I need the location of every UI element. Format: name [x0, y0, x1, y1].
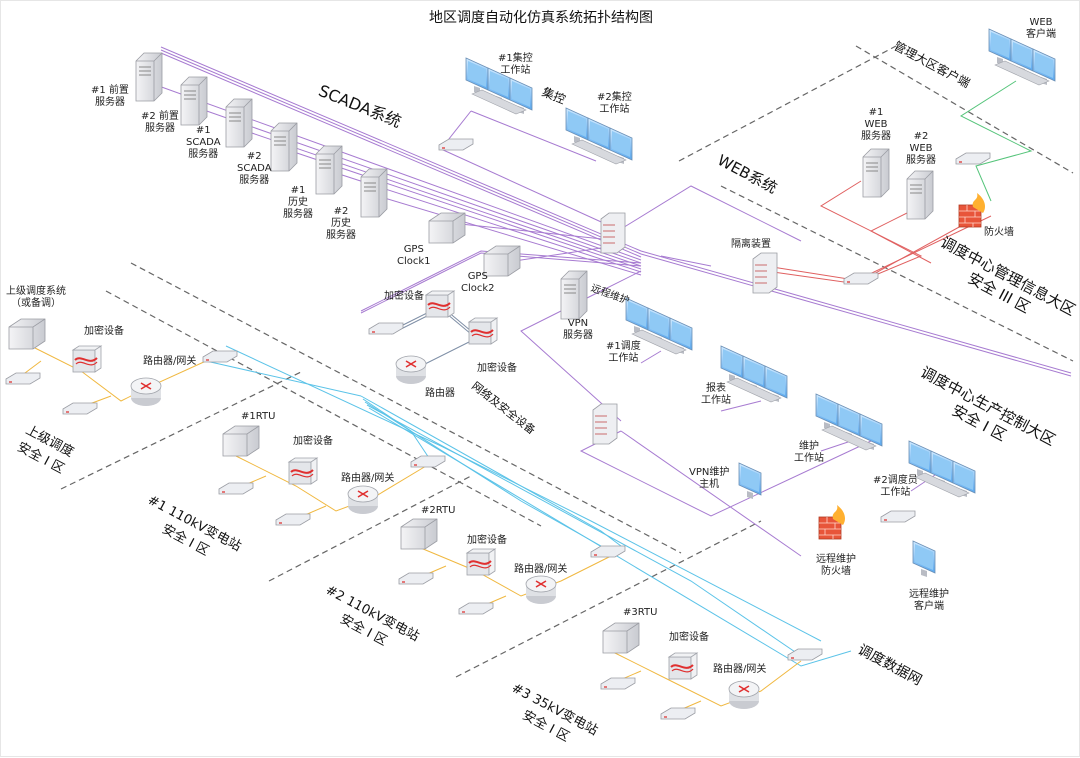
router-upper-icon — [130, 377, 162, 407]
enc-upper-icon — [72, 345, 102, 373]
upper-sys-icon — [8, 318, 46, 350]
web-switch-icon — [955, 152, 991, 165]
jk-switch-icon — [438, 138, 474, 151]
sub3-switch2-icon — [660, 707, 696, 720]
label-router-upper: 路由器/网关 — [143, 356, 197, 367]
remote-firewall-icon — [818, 504, 846, 540]
label-fe2: #2 前置 服务器 — [141, 111, 179, 134]
label-upper-sys: 上级调度系统 （或备调） — [6, 286, 66, 309]
prod-switch-icon — [592, 403, 618, 445]
rtu1-icon — [222, 425, 260, 457]
sub2-switch1-icon — [398, 572, 434, 585]
label-web2: #2 WEB 服务器 — [906, 131, 936, 166]
dispatch-net-links — [205, 345, 852, 667]
enc2-icon — [466, 548, 496, 576]
label-enc2: 加密设备 — [467, 535, 507, 546]
enc1-icon — [288, 457, 318, 485]
fe2-server-icon — [180, 76, 208, 126]
sub1-gw-switch-icon — [410, 455, 446, 468]
label-web1: #1 WEB 服务器 — [861, 107, 891, 142]
router1-icon — [347, 485, 379, 515]
label-scada2: #2 SCADA 服务器 — [237, 151, 272, 186]
label-dd1: #1调度 工作站 — [606, 341, 641, 364]
scada1-server-icon — [225, 98, 253, 148]
rtu3-icon — [602, 622, 640, 654]
enc-main2-icon — [468, 317, 498, 345]
firewall-icon — [958, 192, 986, 228]
client-link — [959, 80, 1033, 202]
label-enc-main: 加密设备 — [384, 291, 424, 302]
fe1-server-icon — [135, 52, 163, 102]
scada2-server-icon — [270, 122, 298, 172]
label-web-client: WEB 客户端 — [1026, 17, 1056, 40]
web2-server-icon — [906, 170, 934, 220]
label-remote-fw: 远程维护 防火墙 — [816, 554, 856, 577]
label-report: 报表 工作站 — [701, 383, 731, 406]
label-firewall: 防火墙 — [984, 227, 1014, 238]
label-enc-upper: 加密设备 — [84, 326, 124, 337]
label-remote-client: 远程维护 客户端 — [909, 589, 949, 612]
label-router-main: 路由器 — [425, 388, 455, 399]
label-gps1: GPS Clock1 — [397, 244, 431, 267]
label-jk1: #1集控 工作站 — [498, 53, 533, 76]
label-rtu1: #1RTU — [241, 411, 276, 422]
enc3-icon — [668, 652, 698, 680]
web1-server-icon — [862, 148, 890, 198]
remote-client-icon — [912, 540, 936, 578]
hist1-server-icon — [315, 145, 343, 195]
label-scada1: #1 SCADA 服务器 — [186, 125, 221, 160]
label-gps2: GPS Clock2 — [461, 271, 495, 294]
router3-icon — [728, 680, 760, 710]
label-enc3: 加密设备 — [669, 632, 709, 643]
sub2-switch2-icon — [458, 602, 494, 615]
label-vpn-host: VPN维护 主机 — [689, 467, 730, 490]
diagram-title: 地区调度自动化仿真系统拓扑结构图 — [429, 10, 653, 26]
label-router1: 路由器/网关 — [341, 473, 395, 484]
label-rtu3: #3RTU — [623, 607, 658, 618]
label-vpn-server: VPN 服务器 — [563, 318, 593, 341]
sub1-switch2-icon — [275, 513, 311, 526]
upper-switch1-icon — [5, 372, 41, 385]
label-hist2: #2 历史 服务器 — [326, 206, 356, 241]
sub2-gw-switch-icon — [590, 545, 626, 558]
core-switch-icon — [600, 212, 626, 254]
label-rtu2: #2RTU — [421, 505, 456, 516]
label-fe1: #1 前置 服务器 — [91, 85, 129, 108]
label-isolation: 隔离装置 — [731, 239, 771, 250]
hist2-server-icon — [360, 168, 388, 218]
zone-boundaries — [60, 45, 1074, 678]
isolation-icon — [752, 252, 778, 294]
label-dd2: #2调度员 工作站 — [873, 475, 918, 498]
rtu2-icon — [400, 518, 438, 550]
mgmt-switch-icon — [843, 272, 879, 285]
gps1-icon — [428, 212, 466, 244]
router-main-icon — [395, 355, 427, 385]
sec-switch-icon — [368, 322, 404, 335]
vpn-server-icon — [560, 270, 588, 320]
vpn-host-icon — [738, 462, 762, 500]
sub3-switch1-icon — [600, 677, 636, 690]
label-router2: 路由器/网关 — [514, 564, 568, 575]
dd2-workstation-icon — [909, 441, 975, 497]
label-jk2: #2集控 工作站 — [597, 92, 632, 115]
jk2-workstation-icon — [566, 108, 632, 164]
upper-switch2-icon — [62, 402, 98, 415]
enc-main-icon — [425, 290, 455, 318]
remote-switch-icon — [880, 510, 916, 523]
label-hist1: #1 历史 服务器 — [283, 185, 313, 220]
label-enc1: 加密设备 — [293, 436, 333, 447]
router2-icon — [525, 575, 557, 605]
label-enc-main2: 加密设备 — [477, 363, 517, 374]
label-router3: 路由器/网关 — [713, 664, 767, 675]
maint-workstation-icon — [816, 394, 882, 450]
label-maint: 维护 工作站 — [794, 441, 824, 464]
upper-gw-switch-icon — [202, 350, 238, 363]
sub1-switch1-icon — [218, 482, 254, 495]
